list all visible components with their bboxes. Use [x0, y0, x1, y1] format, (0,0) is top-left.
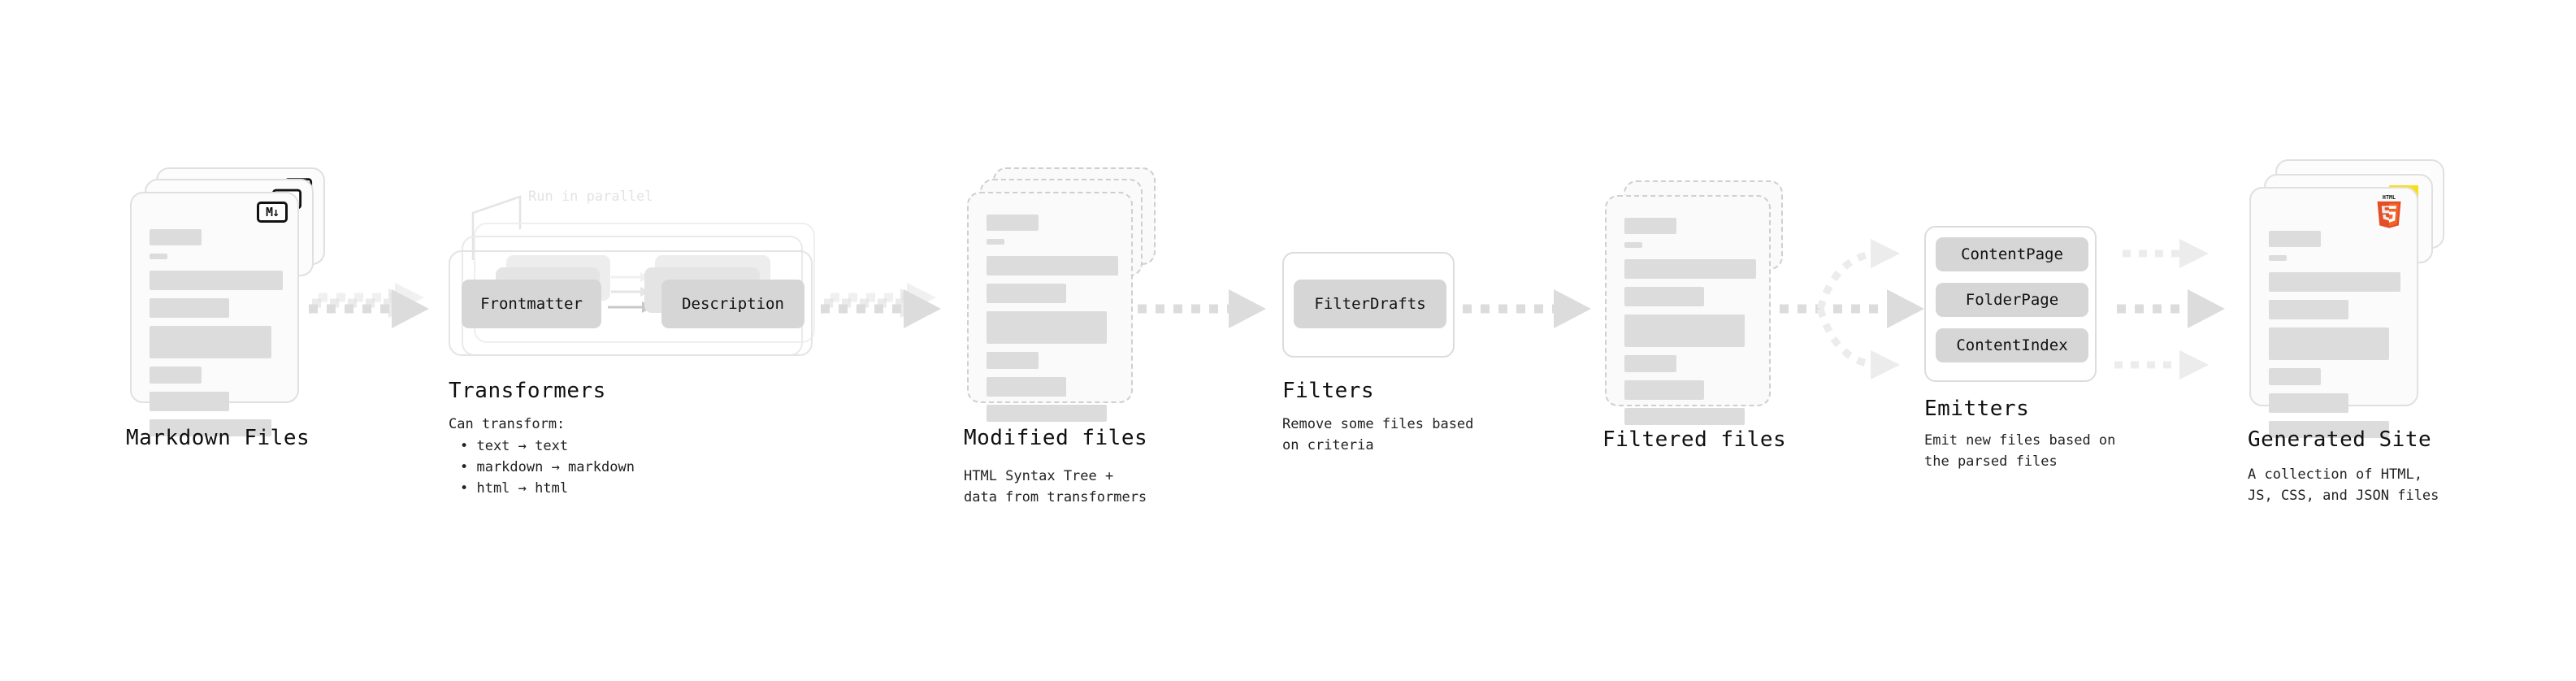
transformers-subtitle: Can transform:	[449, 416, 566, 432]
skeleton-bar	[150, 326, 271, 358]
stage-title-markdown-files: Markdown Files	[126, 426, 310, 450]
modified-card-front[interactable]	[967, 192, 1133, 422]
stage-title-emitters: Emitters	[1924, 397, 2030, 421]
skeleton-bar	[150, 298, 229, 318]
skeleton-bar	[150, 271, 283, 290]
skeleton-bar	[2269, 255, 2287, 261]
transformer-group-front[interactable]	[449, 250, 813, 356]
filters-subtitle: Remove some files based on criteria	[1282, 416, 1474, 453]
skeleton-bar	[1624, 242, 1642, 248]
filtered-card-front[interactable]	[1605, 195, 1771, 425]
skeleton-bars	[2269, 231, 2400, 446]
skeleton-bar	[1624, 380, 1704, 400]
stage-title-modified-files: Modified files	[964, 426, 1148, 450]
stage-title-filters: Filters	[1282, 379, 1375, 403]
skeleton-bar	[2269, 393, 2348, 413]
transformers-bullet-1: • markdown → markdown	[460, 459, 635, 475]
skeleton-bar	[150, 392, 229, 411]
emitter-pill-contentpage[interactable]: ContentPage	[1936, 237, 2088, 271]
skeleton-bar	[987, 377, 1066, 397]
skeleton-bar	[987, 405, 1107, 422]
emitter-pill-folderpage[interactable]: FolderPage	[1936, 283, 2088, 317]
skeleton-bar	[2269, 368, 2321, 385]
skeleton-bar	[150, 254, 167, 259]
arrow-transformers-to-modified	[821, 283, 941, 328]
skeleton-bar	[987, 256, 1118, 275]
transformer-pill-description[interactable]: Description	[661, 280, 804, 328]
site-card-front[interactable]: HTML	[2249, 187, 2418, 438]
skeleton-bar	[987, 239, 1004, 245]
skeleton-bar	[987, 215, 1039, 231]
skeleton-bar	[1624, 287, 1704, 306]
skeleton-bar	[1624, 259, 1756, 279]
svg-text:HTML: HTML	[2383, 195, 2396, 201]
emitters-subtitle: Emit new files based on the parsed files	[1924, 432, 2116, 470]
stage-title-generated-site: Generated Site	[2248, 427, 2432, 452]
skeleton-bar	[1624, 355, 1676, 372]
generated-site-subtitle: A collection of HTML, JS, CSS, and JSON …	[2248, 466, 2439, 504]
skeleton-bars	[150, 229, 283, 445]
skeleton-bar	[2269, 327, 2389, 360]
filter-pill-filterdrafts[interactable]: FilterDrafts	[1294, 280, 1446, 328]
skeleton-bar	[150, 419, 271, 436]
skeleton-bar	[1624, 314, 1745, 347]
skeleton-bar	[2269, 421, 2389, 438]
skeleton-bar	[1624, 218, 1676, 234]
arrow-filtered-to-emitters	[1780, 239, 1924, 380]
skeleton-bar	[2269, 231, 2321, 247]
arrow-markdown-to-transformers	[309, 283, 429, 328]
markdown-badge: M↓	[257, 202, 288, 223]
skeleton-bar	[987, 311, 1107, 344]
transformer-pill-frontmatter[interactable]: Frontmatter	[462, 280, 601, 328]
markdown-card-front[interactable]: M↓	[130, 192, 299, 436]
stage-title-filtered-files: Filtered files	[1602, 427, 1787, 452]
skeleton-bar	[987, 284, 1066, 303]
skeleton-bar	[150, 229, 202, 245]
skeleton-bars	[987, 215, 1118, 430]
arrow-emitters-to-site	[2114, 239, 2225, 380]
skeleton-bar	[2269, 300, 2348, 319]
html5-icon: HTML	[2377, 195, 2401, 228]
transformers-bullet-2: • html → html	[460, 480, 569, 497]
arrow-filters-to-filtered	[1463, 289, 1591, 328]
run-in-parallel-label: Run in parallel	[528, 189, 653, 205]
arrow-modified-to-filters	[1138, 289, 1266, 328]
skeleton-bar	[2269, 272, 2400, 292]
transformers-bullet-0: • text → text	[460, 438, 569, 454]
skeleton-bars	[1624, 218, 1756, 433]
stage-title-transformers: Transformers	[449, 379, 606, 403]
skeleton-bar	[150, 367, 202, 384]
modified-files-subtitle: HTML Syntax Tree + data from transformer…	[964, 468, 1147, 505]
emitter-pill-contentindex[interactable]: ContentIndex	[1936, 328, 2088, 362]
skeleton-bar	[987, 352, 1039, 369]
skeleton-bar	[1624, 408, 1745, 425]
